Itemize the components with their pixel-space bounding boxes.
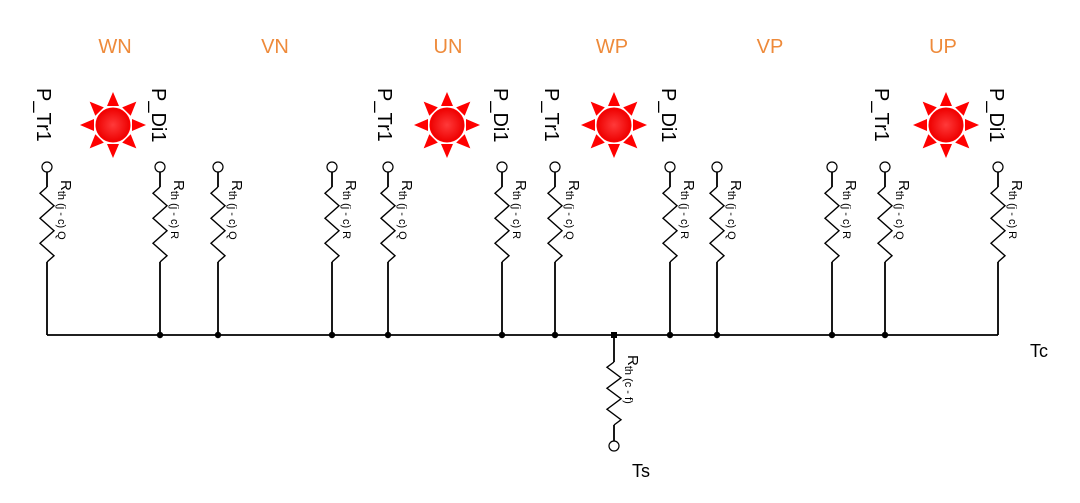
rth-label-un-q: Rth (j - c) Q — [396, 180, 415, 240]
rth-label-vn-q-symbol: R — [228, 180, 245, 191]
resistor-vn-r — [323, 186, 341, 263]
rth-label-case-sink: Rth (c - f) — [622, 355, 641, 404]
pin-label-wp-diode: P_Di1 — [657, 88, 679, 142]
rth-label-case-sink-symbol: R — [624, 355, 641, 366]
rth-label-un-r-symbol: R — [512, 180, 529, 191]
pin-label-wp-transistor: P_Tr1 — [540, 88, 562, 142]
pin-label-un-transistor: P_Tr1 — [373, 88, 395, 142]
rth-label-wn-r: Rth (j - c) R — [168, 180, 187, 239]
phase-label-up: UP — [929, 36, 957, 58]
rth-label-vn-q-subscript: th (j - c) Q — [226, 191, 238, 240]
rth-label-vp-r: Rth (j - c) R — [840, 180, 859, 239]
heat-source-wn-icon — [80, 92, 146, 158]
phase-label-vp: VP — [757, 36, 784, 58]
heat-source-wp-icon — [581, 92, 647, 158]
pin-label-up-diode: P_Di1 — [985, 88, 1007, 142]
rth-label-un-q-symbol: R — [398, 180, 415, 191]
rth-label-up-q: Rth (j - c) Q — [893, 180, 912, 240]
node-label-case: Tc — [1030, 341, 1048, 361]
resistor-wn-q — [38, 186, 56, 263]
rth-label-up-q-symbol: R — [895, 180, 912, 191]
node-label-sink: Ts — [632, 461, 650, 481]
resistor-vp-r — [823, 186, 841, 263]
resistor-wp-q — [546, 186, 564, 263]
phase-label-un: UN — [434, 36, 463, 58]
junction-dot — [156, 331, 164, 339]
junction-dot — [881, 331, 889, 339]
rth-label-wp-q: Rth (j - c) Q — [563, 180, 582, 240]
terminal-up-r — [992, 161, 1004, 173]
terminal-wn-q — [41, 161, 53, 173]
rth-label-un-q-subscript: th (j - c) Q — [396, 191, 408, 240]
rth-label-wp-r-symbol: R — [680, 180, 697, 191]
pin-label-up-transistor: P_Tr1 — [870, 88, 892, 142]
terminal-up-q — [879, 161, 891, 173]
rth-label-vp-q: Rth (j - c) Q — [725, 180, 744, 240]
rth-label-vn-q: Rth (j - c) Q — [226, 180, 245, 240]
resistor-up-q — [876, 186, 894, 263]
phase-label-wn: WN — [98, 36, 131, 58]
rth-label-vp-q-symbol: R — [727, 180, 744, 191]
terminal-un-r — [496, 161, 508, 173]
rth-label-up-r-subscript: th (j - c) R — [1006, 191, 1018, 239]
rth-label-vp-q-subscript: th (j - c) Q — [725, 191, 737, 240]
rth-label-vp-r-subscript: th (j - c) R — [840, 191, 852, 239]
terminal-sink — [608, 440, 620, 452]
rth-label-up-q-subscript: th (j - c) Q — [893, 191, 905, 240]
rth-label-wp-r: Rth (j - c) R — [678, 180, 697, 239]
junction-dot — [828, 331, 836, 339]
resistor-un-q — [379, 186, 397, 263]
rth-label-vn-r-subscript: th (j - c) R — [340, 191, 352, 239]
rth-label-vn-r-symbol: R — [342, 180, 359, 191]
rth-label-un-r-subscript: th (j - c) R — [510, 191, 522, 239]
terminal-wp-q — [549, 161, 561, 173]
rth-label-wp-q-subscript: th (j - c) Q — [563, 191, 575, 240]
rth-label-vp-r-symbol: R — [842, 180, 859, 191]
phase-label-vn: VN — [261, 36, 289, 58]
resistor-up-r — [989, 186, 1007, 263]
rth-label-un-r: Rth (j - c) R — [510, 180, 529, 239]
rth-label-wn-q-subscript: th (j - c) Q — [55, 191, 67, 240]
resistor-vp-q — [708, 186, 726, 263]
junction-dot — [498, 331, 506, 339]
pin-label-wn-diode: P_Di1 — [147, 88, 169, 142]
resistor-un-r — [493, 186, 511, 263]
heat-source-un-icon — [414, 92, 480, 158]
resistor-wn-r — [151, 186, 169, 263]
terminal-vp-r — [826, 161, 838, 173]
resistor-vn-q — [209, 186, 227, 263]
rth-label-up-r: Rth (j - c) R — [1006, 180, 1025, 239]
phase-label-wp: WP — [596, 36, 628, 58]
junction-dot — [384, 331, 392, 339]
rth-label-wn-r-subscript: th (j - c) R — [168, 191, 180, 239]
junction-dot — [551, 331, 559, 339]
rth-label-vn-r: Rth (j - c) R — [340, 180, 359, 239]
junction-dot — [666, 331, 674, 339]
terminal-un-q — [382, 161, 394, 173]
junction-dot — [713, 331, 721, 339]
rth-label-wn-q: Rth (j - c) Q — [55, 180, 74, 240]
terminal-vn-r — [326, 161, 338, 173]
pin-label-wn-transistor: P_Tr1 — [32, 88, 54, 142]
terminal-wp-r — [664, 161, 676, 173]
pin-label-un-diode: P_Di1 — [489, 88, 511, 142]
rth-label-wn-q-symbol: R — [57, 180, 74, 191]
rth-label-up-r-symbol: R — [1008, 180, 1025, 191]
terminal-vp-q — [711, 161, 723, 173]
heat-source-up-icon — [913, 92, 979, 158]
terminal-wn-r — [154, 161, 166, 173]
rth-label-wp-q-symbol: R — [565, 180, 582, 191]
junction-dot — [214, 331, 222, 339]
rth-label-wn-r-symbol: R — [170, 180, 187, 191]
resistor-wp-r — [661, 186, 679, 263]
rth-label-case-sink-subscript: th (c - f) — [622, 366, 634, 404]
rth-label-wp-r-subscript: th (j - c) R — [678, 191, 690, 239]
resistor-case-sink — [605, 361, 623, 426]
junction-dot — [328, 331, 336, 339]
terminal-vn-q — [212, 161, 224, 173]
